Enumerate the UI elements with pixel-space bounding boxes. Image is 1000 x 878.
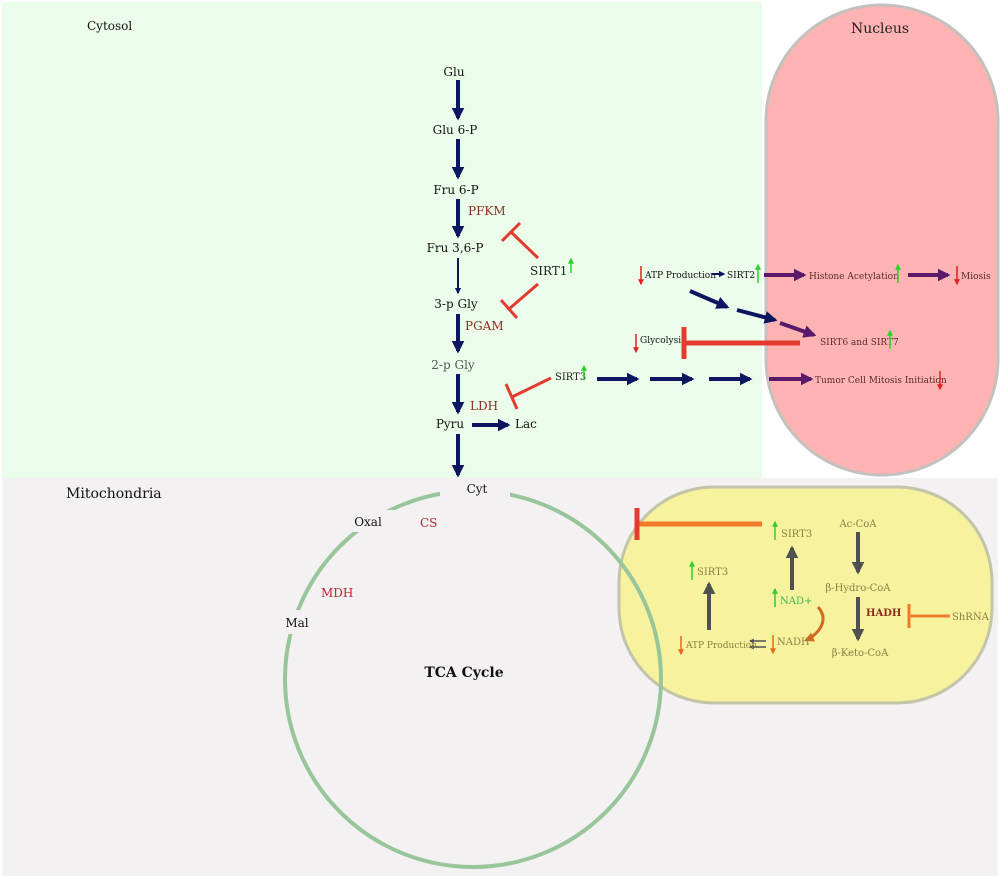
sirt3-inhibits-cs xyxy=(634,508,762,540)
mitochondrial-matrix-region xyxy=(617,485,994,705)
sirt1-label: SIRT1 xyxy=(530,264,567,278)
metabolite-fru6p: Fru 6-P xyxy=(433,183,478,197)
nucleus-label: Nucleus xyxy=(851,21,909,37)
metabolite-3p-gly: 3-p Gly xyxy=(434,297,478,311)
shrna-label: ShRNA xyxy=(952,612,990,623)
sirt3-mito-left-label: SIRT3 xyxy=(697,567,728,578)
glycolysis-label: Glycolysis xyxy=(640,336,686,346)
enzyme-cs: CS xyxy=(420,516,437,530)
sirt6-sirt7-inhibits-glycolysis xyxy=(681,327,800,359)
metabolite-beta-keto-coa: β-Keto-CoA xyxy=(832,648,889,659)
atp-production-mito-label: ATP Production xyxy=(685,641,757,651)
sirt2-label: SIRT2 xyxy=(727,271,755,281)
metabolite-beta-hydro-coa: β-Hydro-CoA xyxy=(825,583,891,594)
sirt3-inhibits-ldh xyxy=(504,376,552,410)
metabolite-ac-coa: Ac-CoA xyxy=(838,519,877,530)
sirt3-cytosol-label: SIRT3 xyxy=(555,372,586,383)
arrow-diag-1 xyxy=(689,289,730,309)
tca-cycle: TCA Cycle Cyt Oxal Mal CS MDH xyxy=(276,478,663,869)
nad-plus-label: NAD+ xyxy=(780,596,812,607)
enzyme-mdh: MDH xyxy=(321,586,353,600)
metabolite-cyt: Cyt xyxy=(467,482,488,496)
metabolite-fru36p: Fru 3,6-P xyxy=(427,241,484,255)
metabolite-mal: Mal xyxy=(285,616,308,630)
sirt3-mito-top-label: SIRT3 xyxy=(781,529,812,540)
atp-production-label: ATP Production xyxy=(644,271,716,281)
nadh-label: NADH xyxy=(777,637,810,648)
nucleus-region xyxy=(764,3,1000,477)
arrow-diag-2 xyxy=(736,308,778,324)
metabolite-glu6p: Glu 6-P xyxy=(433,123,478,137)
enzyme-hadh: HADH xyxy=(866,608,901,619)
enzyme-ldh: LDH xyxy=(470,399,498,413)
miosis-label: Miosis xyxy=(961,272,991,282)
sirt1-inhibits-pfkm xyxy=(500,221,540,260)
metabolite-pyru: Pyru xyxy=(436,417,465,431)
metabolite-2p-gly: 2-p Gly xyxy=(431,358,475,372)
enzyme-pgam: PGAM xyxy=(465,319,504,333)
enzyme-pfkm: PFKM xyxy=(468,204,506,218)
glycolysis-pathway: Glu Glu 6-P Fru 6-P Fru 3,6-P 3-p Gly 2-… xyxy=(427,65,537,478)
metabolite-glu: Glu xyxy=(443,65,464,79)
metabolite-lac: Lac xyxy=(515,417,537,431)
tca-cycle-title: TCA Cycle xyxy=(424,665,503,681)
cytosol-label: Cytosol xyxy=(87,19,132,33)
arrow-diag-3 xyxy=(779,321,817,338)
mitochondria-label: Mitochondria xyxy=(66,486,162,502)
metabolite-oxal: Oxal xyxy=(354,515,382,529)
sirt6-sirt7-label: SIRT6 and SIRT7 xyxy=(820,338,899,348)
histone-acetylation-label: Histone Acetylation xyxy=(809,272,899,282)
shrna-inhibits-hadh xyxy=(907,604,950,628)
tumor-mitosis-label: Tumor Cell Mitosis Initiation xyxy=(815,376,947,386)
arrow-nad-to-nadh xyxy=(804,605,825,642)
cytosol-region xyxy=(2,2,762,478)
sirt1-inhibits-pgam xyxy=(499,282,539,319)
